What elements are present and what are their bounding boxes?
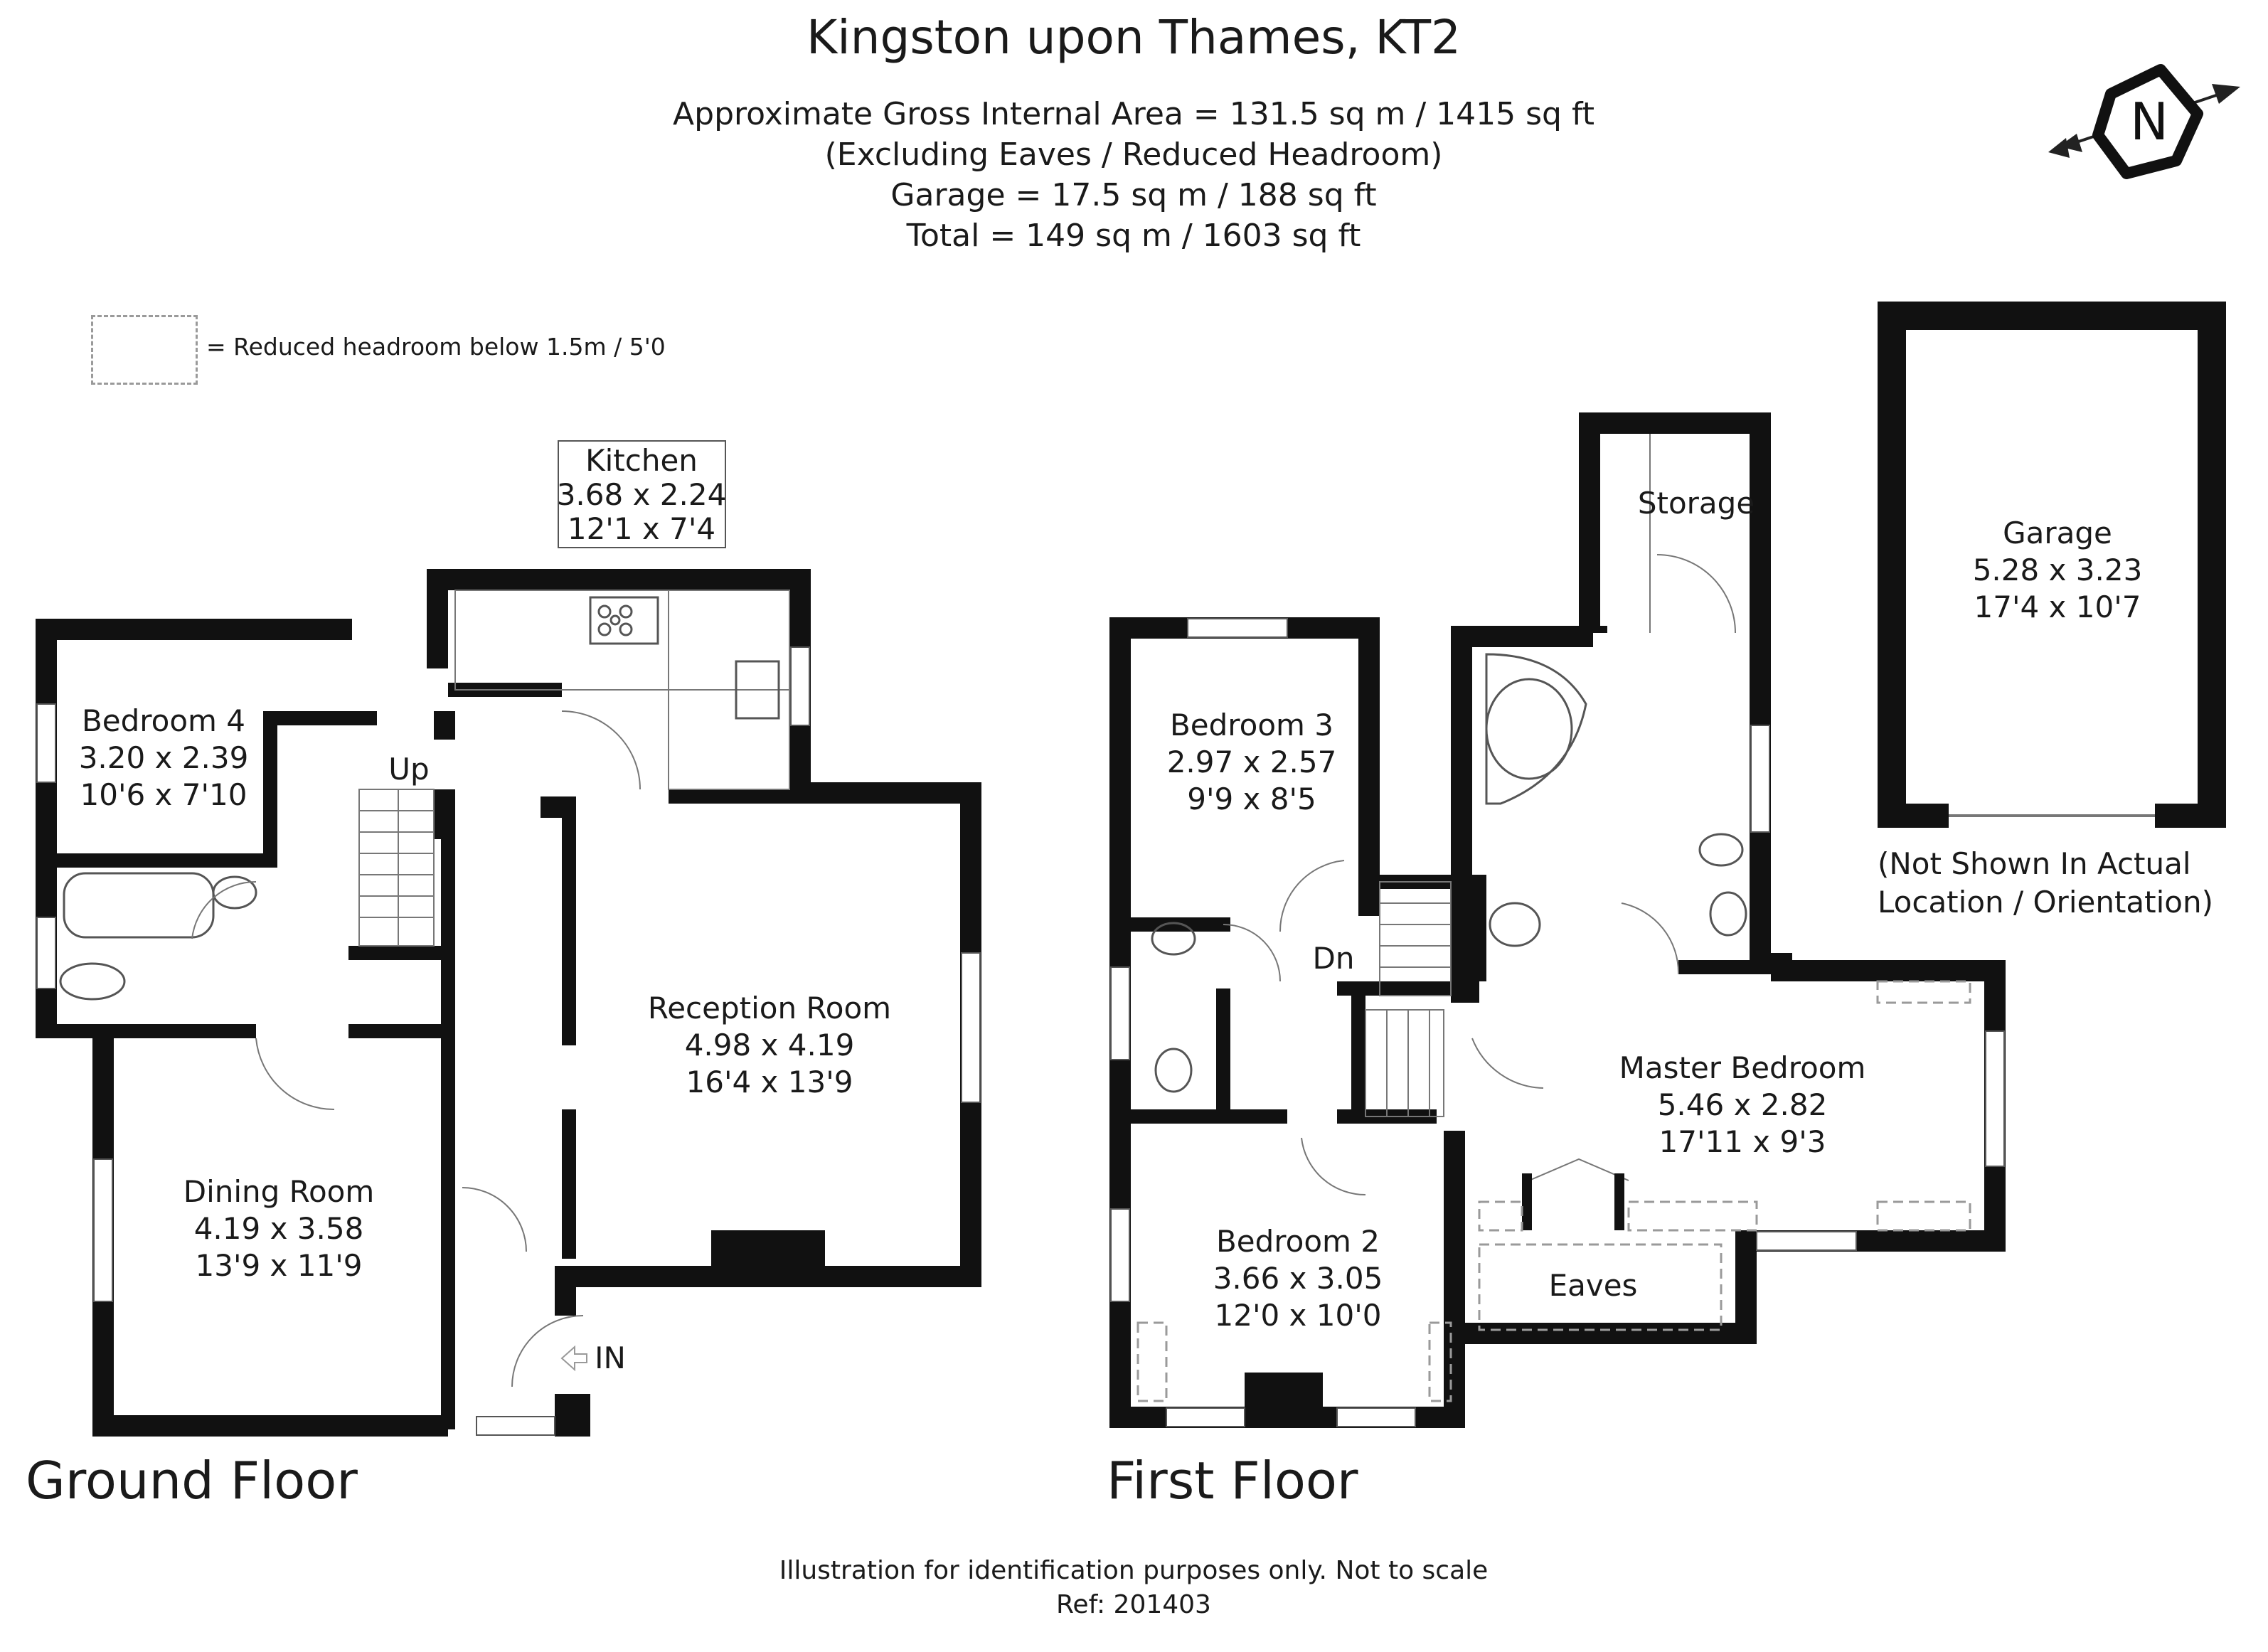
- ground-floor-label: Ground Floor: [26, 1451, 358, 1510]
- svg-text:Garage: Garage: [2003, 516, 2112, 550]
- room-label-master-bedroom: Master Bedroom 5.46 x 2.82 17'11 x 9'3: [1619, 1050, 1866, 1159]
- area-line-4: Total = 149 sq m / 1603 sq ft: [906, 218, 1361, 254]
- room-label-garage: Garage 5.28 x 3.23 17'4 x 10'7: [1973, 516, 2143, 624]
- svg-text:17'11 x 9'3: 17'11 x 9'3: [1659, 1124, 1826, 1159]
- entrance-label: IN: [595, 1341, 626, 1375]
- reduced-headroom-legend-swatch: [91, 315, 198, 385]
- reference-number: Ref: 201403: [1056, 1590, 1211, 1619]
- svg-text:3.68 x 2.24: 3.68 x 2.24: [557, 477, 727, 512]
- svg-text:10'6 x 7'10: 10'6 x 7'10: [80, 777, 247, 812]
- room-label-bedroom-3: Bedroom 3 2.97 x 2.57 9'9 x 8'5: [1167, 708, 1337, 816]
- svg-text:17'4 x 10'7: 17'4 x 10'7: [1974, 590, 2141, 624]
- stairs-down-label: Dn: [1313, 941, 1355, 976]
- svg-text:5.28 x 3.23: 5.28 x 3.23: [1973, 553, 2143, 587]
- garage-note-line-1: (Not Shown In Actual: [1878, 846, 2191, 881]
- svg-text:2.97 x 2.57: 2.97 x 2.57: [1167, 745, 1337, 779]
- room-label-bedroom-2: Bedroom 2 3.66 x 3.05 12'0 x 10'0: [1213, 1224, 1383, 1333]
- svg-text:13'9 x 11'9: 13'9 x 11'9: [196, 1248, 363, 1283]
- svg-text:Bedroom 4: Bedroom 4: [82, 703, 245, 738]
- svg-text:12'1 x 7'4: 12'1 x 7'4: [568, 511, 715, 546]
- ground-floor-plan: [36, 569, 981, 1437]
- disclaimer-text: Illustration for identification purposes…: [779, 1556, 1489, 1585]
- reduced-headroom-legend-text: = Reduced headroom below 1.5m / 5'0: [206, 333, 666, 361]
- garage-note-line-2: Location / Orientation): [1878, 885, 2213, 920]
- first-floor-label: First Floor: [1107, 1451, 1358, 1510]
- svg-text:9'9 x 8'5: 9'9 x 8'5: [1187, 782, 1316, 816]
- svg-text:Dining Room: Dining Room: [183, 1174, 375, 1209]
- area-line-2: (Excluding Eaves / Reduced Headroom): [824, 137, 1443, 173]
- room-label-eaves: Eaves: [1549, 1268, 1638, 1303]
- svg-text:Eaves: Eaves: [1549, 1268, 1638, 1303]
- svg-text:16'4 x 13'9: 16'4 x 13'9: [686, 1065, 853, 1099]
- room-label-storage: Storage: [1638, 486, 1755, 521]
- svg-text:Storage: Storage: [1638, 486, 1755, 521]
- svg-text:Bedroom 2: Bedroom 2: [1216, 1224, 1380, 1259]
- svg-text:5.46 x 2.82: 5.46 x 2.82: [1658, 1087, 1828, 1122]
- svg-text:Master Bedroom: Master Bedroom: [1619, 1050, 1866, 1085]
- svg-text:3.20 x 2.39: 3.20 x 2.39: [79, 740, 249, 775]
- garage-plan: [1878, 302, 2226, 828]
- area-line-1: Approximate Gross Internal Area = 131.5 …: [673, 96, 1594, 132]
- svg-text:12'0 x 10'0: 12'0 x 10'0: [1215, 1298, 1382, 1333]
- svg-text:4.19 x 3.58: 4.19 x 3.58: [194, 1211, 364, 1246]
- compass-letter: N: [2130, 92, 2168, 151]
- area-line-3: Garage = 17.5 sq m / 188 sq ft: [890, 177, 1377, 213]
- north-arrow-icon: N: [2048, 64, 2240, 179]
- stairs-up-label: Up: [388, 752, 429, 787]
- svg-text:4.98 x 4.19: 4.98 x 4.19: [685, 1028, 855, 1062]
- plan-title: Kingston upon Thames, KT2: [806, 10, 1462, 65]
- room-label-reception-room: Reception Room 4.98 x 4.19 16'4 x 13'9: [648, 991, 891, 1099]
- svg-text:Kitchen: Kitchen: [585, 443, 698, 478]
- room-label-bedroom-4: Bedroom 4 3.20 x 2.39 10'6 x 7'10: [79, 703, 249, 812]
- svg-text:3.66 x 3.05: 3.66 x 3.05: [1213, 1261, 1383, 1296]
- first-floor-plan: [1109, 412, 2006, 1428]
- room-label-kitchen: Kitchen 3.68 x 2.24 12'1 x 7'4: [557, 440, 727, 548]
- room-label-dining-room: Dining Room 4.19 x 3.58 13'9 x 11'9: [183, 1174, 375, 1283]
- svg-text:Bedroom 3: Bedroom 3: [1170, 708, 1333, 742]
- svg-text:Reception Room: Reception Room: [648, 991, 891, 1025]
- entrance-arrow-icon: [560, 1345, 587, 1372]
